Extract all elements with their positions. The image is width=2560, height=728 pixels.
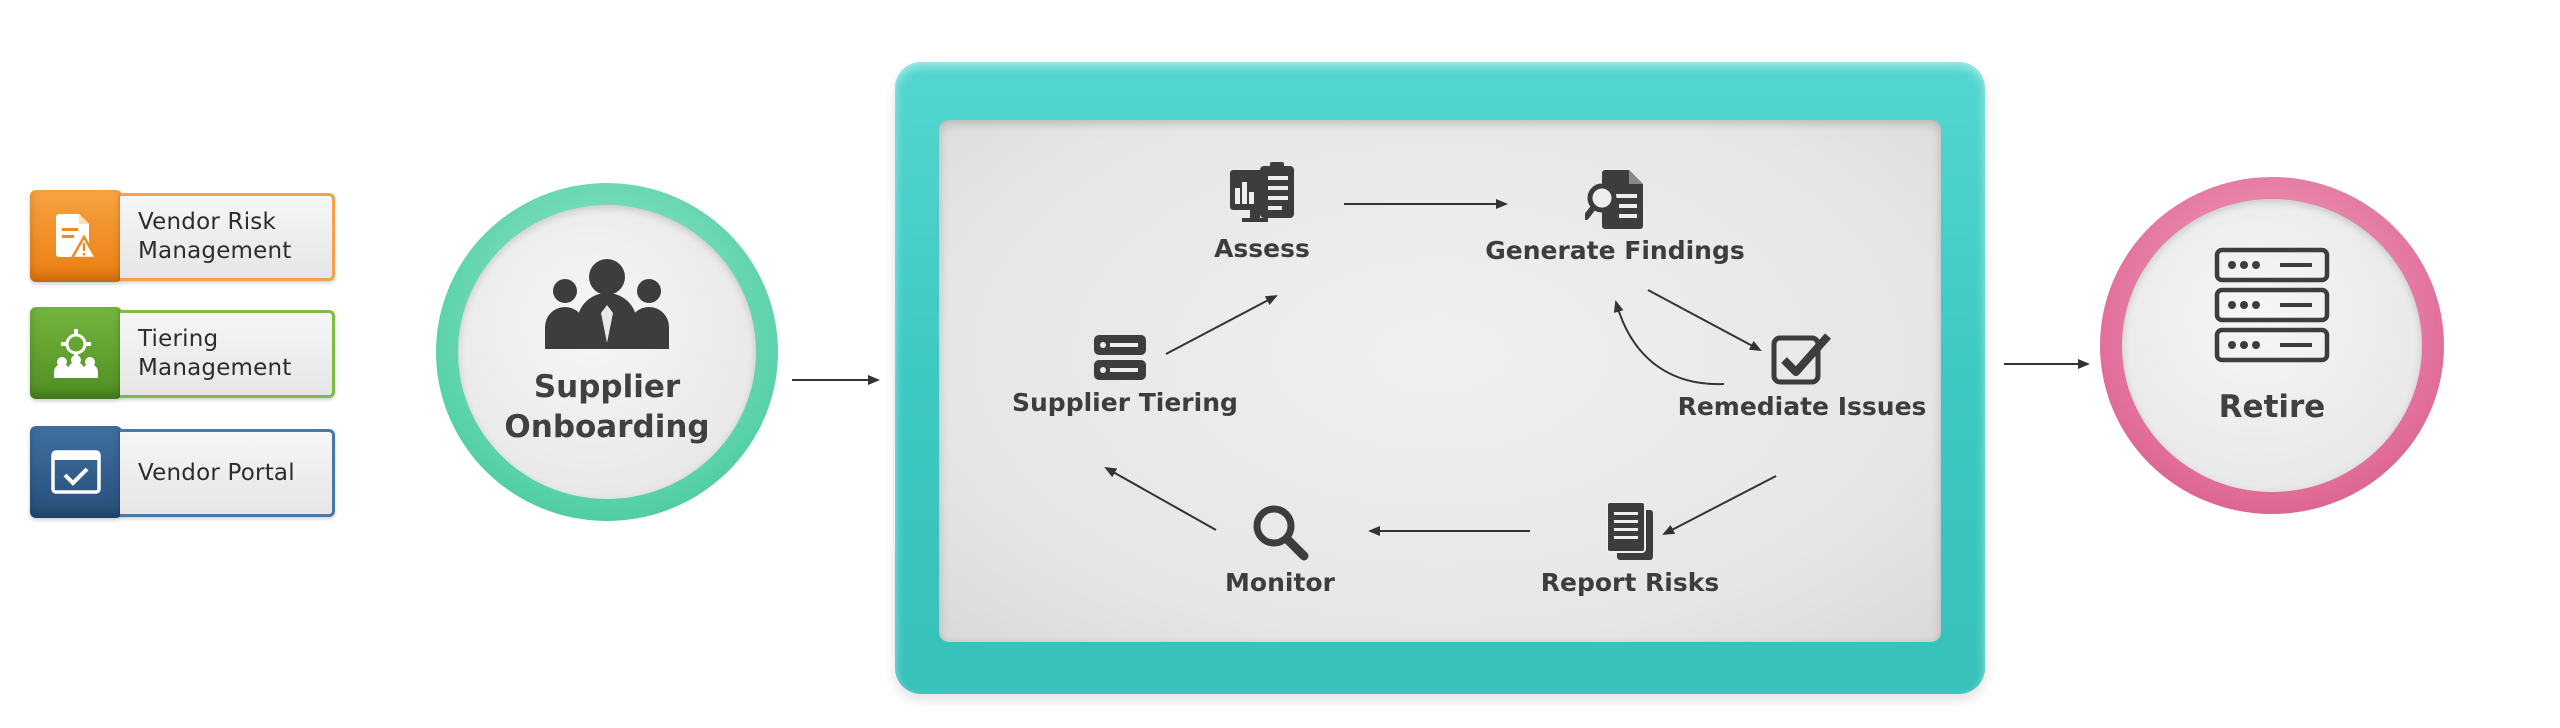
node-monitor: Monitor	[1220, 502, 1340, 597]
label-remediate-issues: Remediate Issues	[1677, 392, 1927, 421]
documents-icon	[1606, 501, 1653, 560]
legend-vendor-portal-label: Vendor Portal	[138, 459, 295, 486]
arrow-monitor-to-tiering	[1104, 467, 1217, 531]
gear-people-icon	[54, 329, 98, 378]
document-search-icon	[1585, 170, 1643, 229]
arrow-tiering-to-assess	[1165, 295, 1278, 355]
label-report-risks: Report Risks	[1540, 568, 1720, 597]
checked-window-icon	[51, 450, 101, 494]
node-remediate-issues: Remediate Issues	[1676, 330, 1928, 421]
magnifier-icon	[1253, 505, 1309, 561]
legend-vendor-portal-swatch	[30, 426, 122, 518]
node-assess: Assess	[1202, 162, 1322, 263]
legend-tiering: Tiering Management	[30, 307, 336, 399]
legend-vendor-portal: Vendor Portal	[30, 426, 336, 518]
checkbox-icon	[1771, 333, 1831, 385]
supplier-onboarding-face	[458, 205, 756, 499]
legend-vendor-portal-label-box: Vendor Portal	[120, 429, 335, 517]
legend-vendor-risk: Vendor Risk Management	[30, 190, 336, 282]
supplier-onboarding-content: Supplier Onboarding	[504, 257, 710, 447]
legend-tiering-label: Tiering Management	[138, 326, 292, 381]
legend-vendor-risk-swatch	[30, 190, 122, 282]
arrow-findings-to-remediate	[1647, 289, 1762, 351]
node-report-risks: Report Risks	[1530, 500, 1730, 597]
label-monitor: Monitor	[1225, 568, 1335, 597]
document-warning-icon	[56, 214, 99, 260]
retire-content: Retire	[2214, 247, 2330, 427]
label-generate-findings: Generate Findings	[1485, 236, 1745, 265]
server-rack-icon	[2214, 247, 2330, 362]
retire-circle: Retire	[2100, 177, 2444, 514]
arrow-remediate-to-report	[1662, 475, 1777, 535]
list-tier-icon	[1094, 335, 1146, 380]
legend-tiering-swatch	[30, 307, 122, 399]
people-group-icon	[544, 259, 669, 349]
supplier-onboarding-title: Supplier Onboarding	[504, 369, 710, 445]
assessment-board-icon	[1230, 162, 1294, 222]
supplier-onboarding-circle: Supplier Onboarding	[436, 183, 778, 521]
node-supplier-tiering: Supplier Tiering	[1012, 334, 1238, 417]
legend-tiering-label-box: Tiering Management	[120, 310, 335, 398]
node-generate-findings: Generate Findings	[1480, 168, 1750, 265]
legend-vendor-risk-label-box: Vendor Risk Management	[120, 193, 335, 281]
retire-title: Retire	[2218, 388, 2326, 425]
legend-vendor-risk-label: Vendor Risk Management	[138, 209, 292, 264]
arrow-remediate-back-to-findings	[1613, 300, 1725, 386]
label-supplier-tiering: Supplier Tiering	[1012, 388, 1238, 417]
label-assess: Assess	[1214, 234, 1310, 263]
